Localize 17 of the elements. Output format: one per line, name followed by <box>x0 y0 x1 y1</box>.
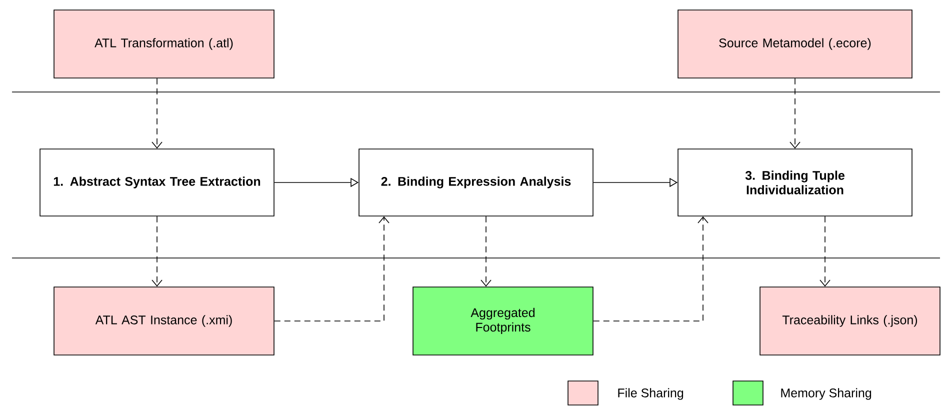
legend-label: File Sharing <box>618 388 684 400</box>
file-box: Source Metamodel (.ecore) <box>678 10 912 78</box>
file-box: Aggregated Footprints <box>412 286 594 356</box>
process-box: 2. Binding Expression Analysis <box>358 148 594 216</box>
arrow <box>152 78 162 149</box>
arrow <box>480 216 492 287</box>
arrow <box>593 216 708 322</box>
file-box: ATL AST Instance (.xmi) <box>54 286 274 356</box>
arrow <box>152 216 162 287</box>
legend-label: Memory Sharing <box>781 388 872 400</box>
file-box: ATL Transformation (.atl) <box>54 10 274 78</box>
arrow <box>274 216 390 322</box>
process-box: 1. Abstract Syntax Tree Extraction <box>40 148 274 216</box>
file-box: Traceability Links (.json) <box>760 286 940 356</box>
arrow <box>790 78 800 149</box>
arrow <box>820 216 830 287</box>
process-box: 3. Binding Tuple Individualization <box>678 148 912 216</box>
